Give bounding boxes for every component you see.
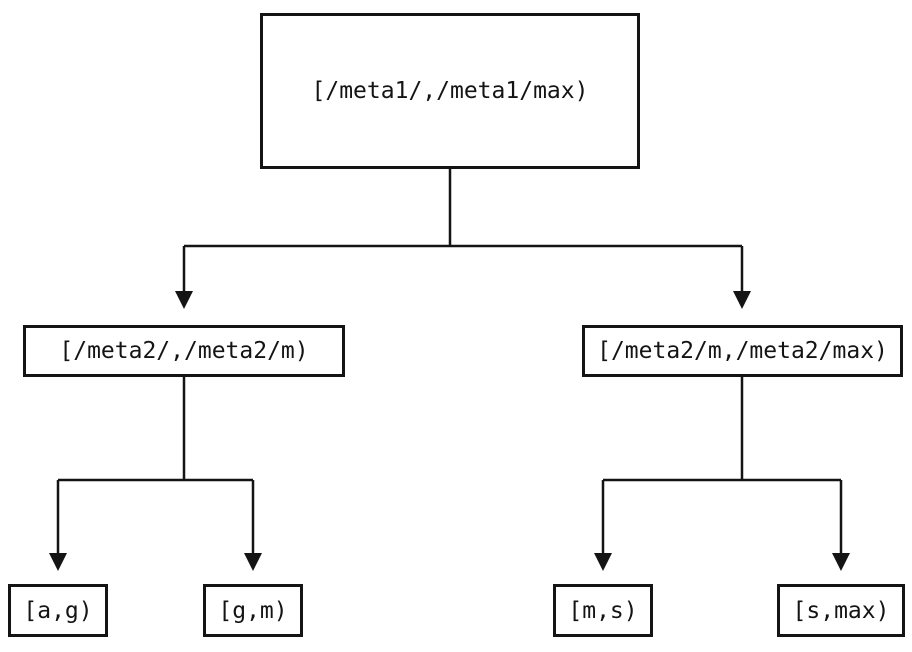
arrowhead-icon — [832, 553, 850, 571]
node-meta2-low: [/meta2/,/meta2/m) — [23, 325, 345, 377]
node-leaf-smax: [s,max) — [777, 584, 905, 637]
arrowhead-icon — [594, 553, 612, 571]
node-meta2-high: [/meta2/m,/meta2/max) — [582, 325, 903, 377]
arrowhead-icon — [175, 291, 193, 309]
arrowhead-icon — [49, 553, 67, 571]
arrowhead-icon — [733, 291, 751, 309]
node-leaf-ms: [m,s) — [553, 584, 653, 637]
node-root: [/meta1/,/meta1/max) — [260, 13, 640, 169]
node-leaf-ag: [a,g) — [8, 584, 108, 637]
arrowhead-icon — [244, 553, 262, 571]
node-leaf-gm: [g,m) — [203, 584, 303, 637]
